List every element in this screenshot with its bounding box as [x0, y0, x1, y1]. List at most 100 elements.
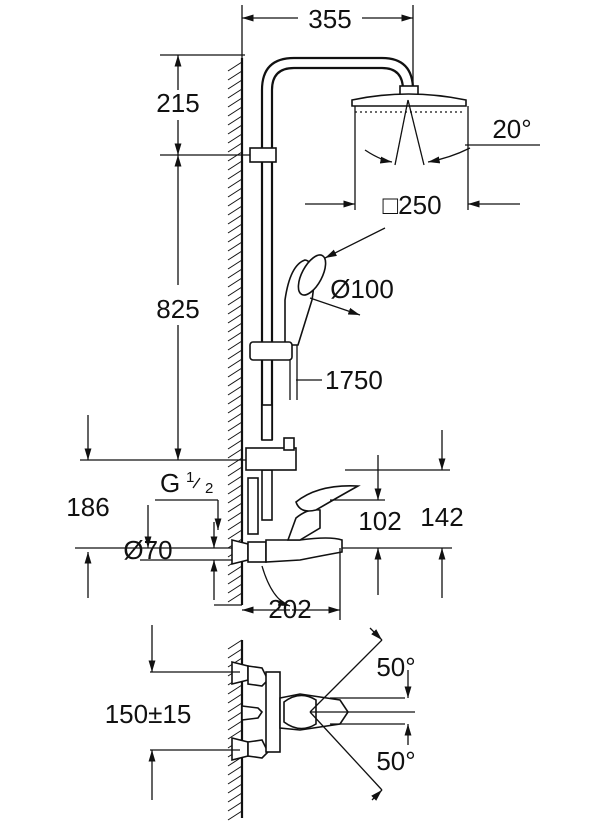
dim-186-label: 186 [66, 492, 109, 522]
wall-hatch-line [227, 801, 243, 812]
wall-hatch-line [227, 684, 243, 695]
wall-hatch-line [227, 358, 243, 369]
wall-hatch-line [227, 232, 243, 243]
wall-hatch-line [227, 214, 243, 225]
wall-hatch-line [227, 574, 243, 585]
wall-hatch-line [227, 583, 243, 594]
thread-callout: G 1 2 [155, 468, 222, 530]
wall-hatch-line [227, 774, 243, 785]
wall-hatch-line [227, 430, 243, 441]
wall-bracket-top [249, 147, 277, 163]
wall-hatch-line [227, 502, 243, 513]
wall-hatch-line [227, 810, 243, 821]
dim-vertical-left: 215 825 186 [66, 54, 262, 598]
wall-hatch-line [227, 412, 243, 423]
wall-hatch-line [227, 648, 243, 659]
wall-hatch-line [227, 466, 243, 477]
wall-hatch-line [227, 511, 243, 522]
wall-hatch-line [227, 331, 243, 342]
lower-rail [245, 404, 297, 535]
wall-hatch-line [227, 720, 243, 731]
wall-hatch-line [227, 268, 243, 279]
dim-215-label: 215 [156, 88, 199, 118]
wall-hatch-line [227, 403, 243, 414]
dim-thread-num: 1 [186, 469, 194, 486]
wall-hatch-line [227, 115, 243, 126]
wall-hatch-line [227, 106, 243, 117]
wall-hatch-line [227, 304, 243, 315]
wall-hatch-line [227, 783, 243, 794]
wall-hatch-line [227, 295, 243, 306]
wall-hatch-line [227, 223, 243, 234]
wall-hatch-line [227, 792, 243, 803]
dim-355-label: 355 [308, 4, 351, 34]
wall-hatch-line [227, 702, 243, 713]
dim-50deg-top-label: 50° [376, 652, 415, 682]
wall-hatch-line [227, 439, 243, 450]
wall-hatch-line [227, 367, 243, 378]
wall-hatch-line [227, 97, 243, 108]
wall-hatch-line [227, 484, 243, 495]
dim-1750-label: 1750 [325, 365, 383, 395]
wall-hatch-line [227, 765, 243, 776]
wall-hatch-line [227, 639, 243, 650]
wall-hatch-line [227, 196, 243, 207]
escutcheon-callout: Ø70 [75, 505, 242, 606]
diverter-block [245, 447, 297, 471]
dim-70-label: Ø70 [123, 535, 172, 565]
mixer-top-view: 150±15 50° 50° [105, 625, 416, 801]
wall-hatch-line [227, 322, 243, 333]
wall-hatch-line [227, 448, 243, 459]
wall-hatch-line [227, 142, 243, 153]
wall-hatch-line [227, 151, 243, 162]
slider-bracket [249, 341, 293, 361]
dim-100-label: Ø100 [330, 274, 394, 304]
head-shower: 20° □250 [305, 85, 540, 220]
dim-150-label: 150±15 [105, 699, 192, 729]
wall-hatch-line [227, 349, 243, 360]
wall-hatch-line [227, 241, 243, 252]
dim-width-top: 355 [241, 4, 414, 90]
wall-hatch-line [227, 693, 243, 704]
wall-hatch-line [227, 729, 243, 740]
dim-thread-den: 2 [205, 480, 213, 497]
wall-hatch-line [227, 178, 243, 189]
dim-50deg-bottom-label: 50° [376, 746, 415, 776]
wall-hatch-line [227, 259, 243, 270]
wall-hatch-line [227, 205, 243, 216]
wall-hatch-line [227, 313, 243, 324]
dim-202-label: 202 [268, 594, 311, 624]
wall-hatch-line [227, 394, 243, 405]
wall-hatch-line [227, 529, 243, 540]
dim-right-heights: 102 142 [330, 430, 464, 598]
wall-hatch-line [227, 565, 243, 576]
wall-hatch-line [227, 88, 243, 99]
wall-hatch-line [227, 385, 243, 396]
wall-hatch-line [227, 250, 243, 261]
wall-hatch-line [227, 187, 243, 198]
wall-hatch-line [227, 376, 243, 387]
dim-142-label: 142 [420, 502, 463, 532]
shower-riser [249, 56, 415, 440]
hand-shower: Ø100 1750 [249, 227, 394, 400]
dim-thread-label: G [160, 468, 180, 498]
wall-hatch-line [227, 79, 243, 90]
wall-hatch-line [227, 61, 243, 72]
mixer-side: 202 [231, 485, 361, 624]
dim-102-label: 102 [358, 506, 401, 536]
wall-hatch-line [227, 475, 243, 486]
wall-upper [227, 58, 244, 605]
wall-hatch-line [227, 277, 243, 288]
wall-hatch-line [227, 133, 243, 144]
wall-hatch-line [227, 493, 243, 504]
wall-hatch-line [227, 70, 243, 81]
wall-hatch-line [227, 711, 243, 722]
wall-hatch-line [227, 340, 243, 351]
wall-hatch-line [227, 592, 243, 603]
wall-hatch-line [227, 421, 243, 432]
dim-20deg-label: 20° [492, 114, 531, 144]
dim-250-label: □250 [382, 190, 441, 220]
wall-hatch-line [227, 160, 243, 171]
